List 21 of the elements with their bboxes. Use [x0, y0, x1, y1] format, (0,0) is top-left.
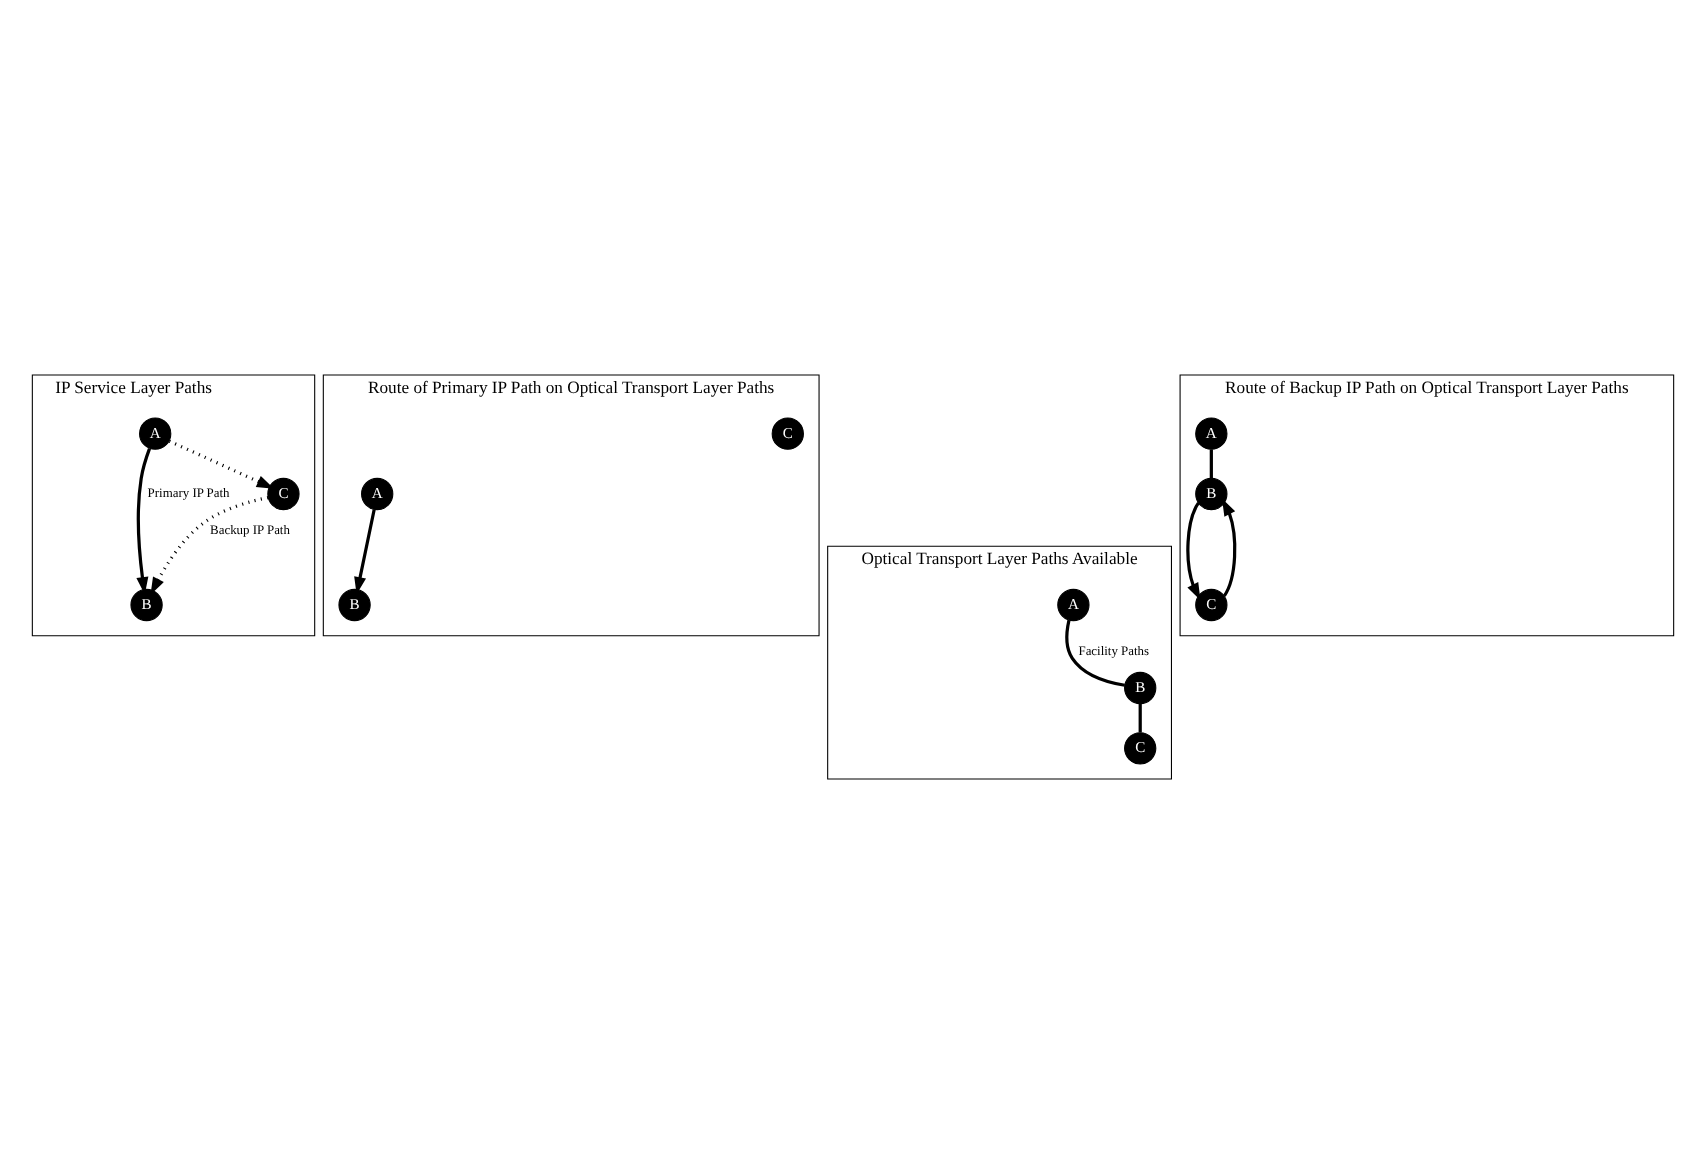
- node-circle: C: [771, 417, 804, 450]
- arrow: [168, 439, 274, 489]
- arrow: [136, 448, 152, 595]
- node-circle: C: [1124, 732, 1157, 765]
- node-circle: A: [1195, 417, 1228, 450]
- connector: [1209, 449, 1213, 479]
- node-circle: B: [338, 588, 371, 622]
- arrow: [1222, 498, 1237, 597]
- arrow: [150, 496, 269, 595]
- node-circle: A: [139, 417, 172, 450]
- arrow: [354, 509, 376, 595]
- node-circle: C: [267, 477, 300, 511]
- node-circle: A: [1057, 588, 1090, 622]
- connector: [1138, 703, 1142, 733]
- node-circle: B: [1124, 671, 1157, 705]
- connector: [1065, 619, 1125, 687]
- node-circle: A: [361, 477, 394, 511]
- node-circle: C: [1195, 588, 1228, 622]
- node-circle: B: [130, 588, 163, 622]
- node-circle: B: [1195, 477, 1228, 511]
- arrow: [1186, 502, 1201, 601]
